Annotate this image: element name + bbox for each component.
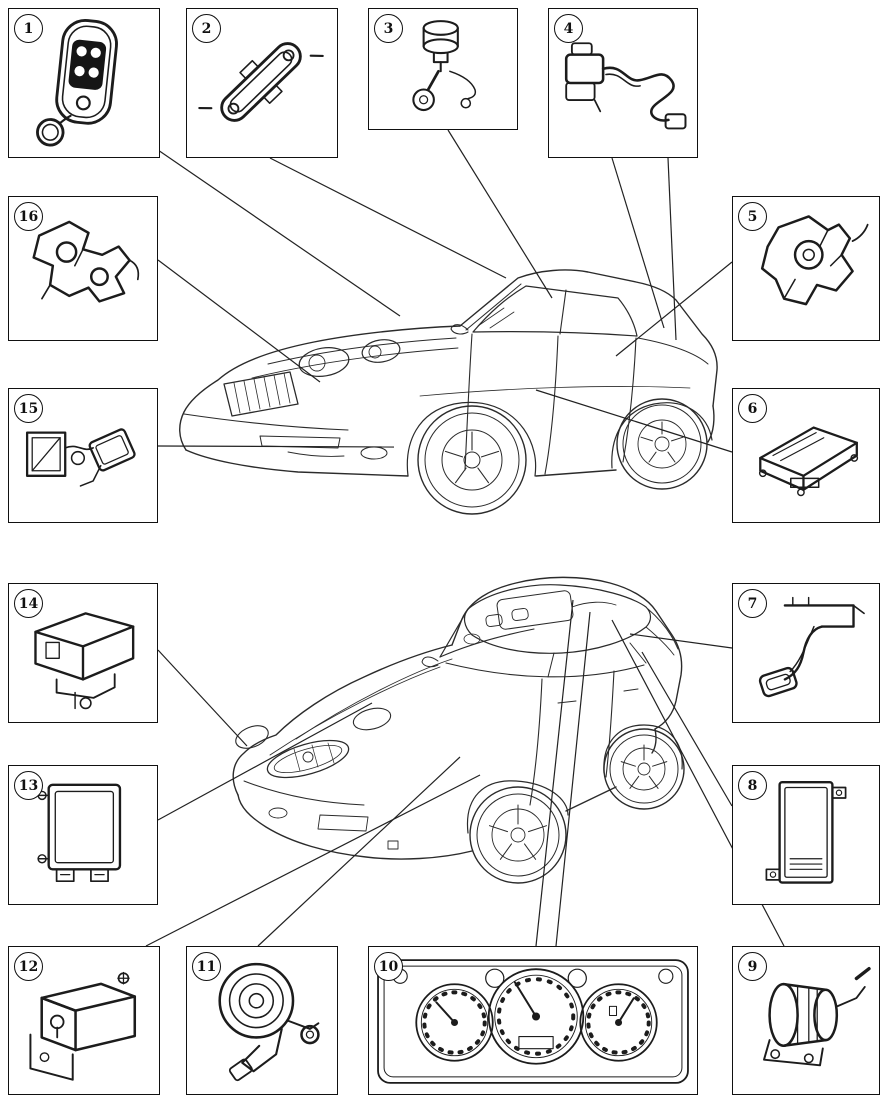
callout-box-6: 6 [732, 388, 880, 523]
callout-number-circle: 16 [14, 202, 43, 231]
callout-number: 8 [747, 777, 758, 794]
car-bottom-overhead-three-quarter [232, 576, 685, 884]
leader-line-5 [615, 261, 733, 357]
callout-number-circle: 6 [738, 394, 767, 423]
callout-number-circle: 14 [14, 589, 43, 618]
callout-number: 10 [378, 958, 399, 975]
module-with-flange-icon [34, 612, 135, 710]
callout-box-9: 9 [732, 946, 880, 1095]
leader-line-10b [555, 611, 591, 947]
callout-number-circle: 9 [738, 952, 767, 981]
callout-number-circle: 8 [738, 771, 767, 800]
callout-number: 9 [747, 958, 758, 975]
callout-number: 7 [747, 595, 758, 612]
callout-number-circle: 5 [738, 202, 767, 231]
module-with-bracket-icon [29, 971, 137, 1081]
callout-number-circle: 15 [14, 394, 43, 423]
ignition-lock-cylinder-key-icon [412, 20, 477, 112]
leader-line-7 [629, 633, 733, 649]
leader-line-4b [667, 157, 677, 341]
callout-number: 3 [383, 20, 394, 37]
callout-box-5: 5 [732, 196, 880, 341]
door-latch-assembly-icon [32, 220, 140, 303]
callout-box-2: 2 [186, 8, 338, 158]
callout-number: 4 [563, 20, 574, 37]
callout-box-3: 3 [368, 8, 518, 130]
release-lever-pedal-icon [758, 596, 865, 698]
callout-number: 5 [747, 208, 758, 225]
ignition-switch-harness-icon [564, 42, 687, 130]
actuator-motor-icon [763, 967, 871, 1067]
callout-box-11: 11 [186, 946, 338, 1095]
callout-number: 12 [18, 958, 39, 975]
callout-number: 15 [18, 400, 39, 417]
callout-box-13: 13 [8, 765, 158, 905]
callout-box-8: 8 [732, 765, 880, 905]
callout-number: 13 [18, 777, 39, 794]
instrument-cluster-icon [377, 959, 689, 1084]
callout-number-circle: 7 [738, 589, 767, 618]
leader-line-14 [157, 649, 248, 747]
callout-number: 14 [18, 595, 39, 612]
callout-number-circle: 1 [14, 14, 43, 43]
bracket-module-icon [198, 42, 324, 122]
leader-line-13 [157, 702, 373, 821]
leader-line-11 [257, 756, 461, 947]
callout-box-16: 16 [8, 196, 158, 341]
horn-sounder-icon [218, 962, 320, 1082]
leader-line-2 [269, 157, 507, 279]
leader-line-15 [157, 445, 395, 448]
callout-box-14: 14 [8, 583, 158, 723]
callout-box-12: 12 [8, 946, 160, 1095]
door-latch-actuator-icon [760, 215, 869, 306]
callout-number: 16 [18, 208, 39, 225]
control-module-icon [758, 426, 859, 497]
callout-number: 2 [201, 20, 212, 37]
leader-line-6 [535, 389, 733, 453]
callout-number-circle: 13 [14, 771, 43, 800]
leader-line-12 [145, 774, 481, 947]
callout-number: 11 [196, 958, 217, 975]
callout-number: 6 [747, 400, 758, 417]
leader-line-8 [641, 651, 733, 807]
callout-box-10: 10 [368, 946, 698, 1095]
sensor-pair-icon [25, 428, 136, 487]
callout-number-circle: 3 [374, 14, 403, 43]
leader-line-4a [611, 157, 665, 329]
callout-box-4: 4 [548, 8, 698, 158]
callout-number-circle: 10 [374, 952, 403, 981]
leader-line-3 [447, 129, 553, 299]
control-unit-connectors-icon [37, 783, 122, 883]
callout-box-7: 7 [732, 583, 880, 723]
callout-number-circle: 11 [192, 952, 221, 981]
callout-number-circle: 4 [554, 14, 583, 43]
leader-line-10a [535, 599, 574, 947]
callout-box-15: 15 [8, 388, 158, 523]
callout-number-circle: 12 [14, 952, 43, 981]
remote-key-fob-icon [36, 19, 118, 147]
leader-line-16 [157, 259, 321, 383]
callout-number: 1 [23, 20, 34, 37]
callout-box-1: 1 [8, 8, 160, 158]
electronic-module-icon [765, 781, 847, 884]
leader-line-1 [157, 149, 401, 317]
callout-number-circle: 2 [192, 14, 221, 43]
